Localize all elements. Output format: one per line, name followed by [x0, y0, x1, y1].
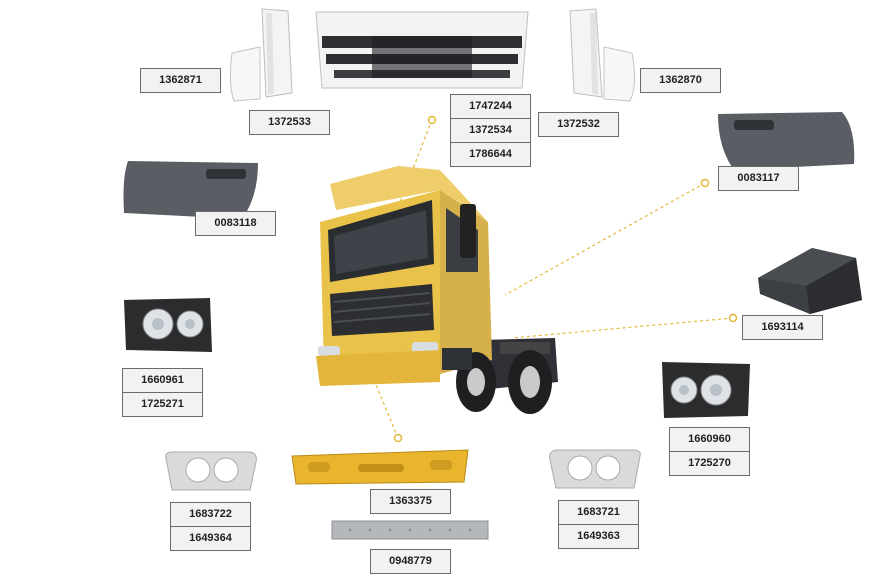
leader-dot-bumper	[393, 433, 403, 443]
part-number-headlamp-left-2: 1725271	[122, 392, 203, 417]
part-number-headlamp-right-1: 1660960	[669, 427, 750, 452]
leader-dot-step	[728, 313, 738, 323]
bumper-image	[291, 449, 469, 485]
part-number-bezel-left-1: 1683722	[170, 502, 251, 527]
headlamp-bezel-left-image	[165, 451, 257, 491]
leader-dot-door	[700, 178, 710, 188]
leader-line-door	[504, 182, 706, 296]
part-number-mirror-right: 1362870	[640, 68, 721, 93]
part-number-mirror-left: 1362871	[140, 68, 221, 93]
leader-line-step	[511, 317, 734, 339]
leader-dot-grille	[427, 115, 437, 125]
grille-image	[315, 11, 529, 89]
part-number-bezel-right-2: 1649363	[558, 524, 639, 549]
part-number-bumper: 1363375	[370, 489, 451, 514]
part-number-door-panel-right: 0083117	[718, 166, 799, 191]
bumper-strip-image	[331, 520, 489, 540]
step-cover-image	[758, 248, 862, 314]
part-number-headlamp-right-2: 1725270	[669, 451, 750, 476]
part-number-headlamp-left-1: 1660961	[122, 368, 203, 393]
part-number-mirror-right-lower: 1372532	[538, 112, 619, 137]
mirror-cover-left-image	[229, 8, 293, 102]
part-number-bezel-right-1: 1683721	[558, 500, 639, 525]
part-number-grille-2: 1372534	[450, 118, 531, 143]
part-number-mirror-left-lower: 1372533	[249, 110, 330, 135]
part-number-bumper-strip: 0948779	[370, 549, 451, 574]
door-panel-right-image	[718, 112, 855, 170]
part-number-grille-1: 1747244	[450, 94, 531, 119]
mirror-cover-right-image	[569, 8, 636, 102]
part-number-door-panel-left: 0083118	[195, 211, 276, 236]
headlamp-left-image	[124, 298, 212, 352]
truck-image	[316, 166, 558, 414]
part-number-grille-3: 1786644	[450, 142, 531, 167]
headlamp-right-image	[662, 362, 750, 418]
headlamp-bezel-right-image	[549, 449, 641, 489]
part-number-bezel-left-2: 1649364	[170, 526, 251, 551]
door-panel-left-image	[123, 161, 258, 219]
part-number-step-cover: 1693114	[742, 315, 823, 340]
